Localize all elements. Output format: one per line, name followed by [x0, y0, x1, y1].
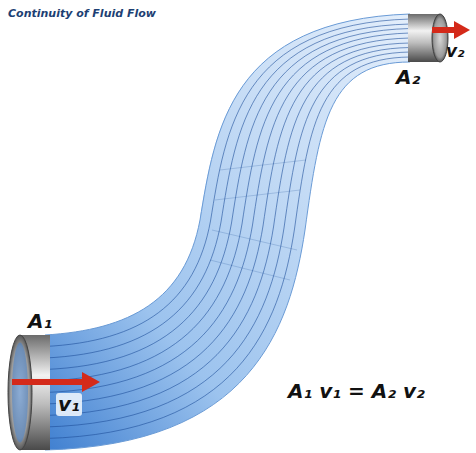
cross-hatch: [210, 160, 306, 280]
equation: A₁ v₁ = A₂ v₂: [288, 380, 425, 403]
outlet-pipe: [408, 14, 448, 62]
streamlines: [45, 19, 410, 439]
velocity-label: v₁: [56, 393, 82, 416]
velocity-arrow: [12, 372, 100, 392]
area-label: A₂: [396, 66, 420, 89]
diagram-title: Continuity of Fluid Flow: [8, 8, 156, 21]
velocity-label: v₂: [446, 42, 465, 62]
velocity-arrow: [432, 21, 470, 39]
inlet-pipe: [8, 335, 50, 450]
area-label: A₁: [28, 310, 52, 333]
